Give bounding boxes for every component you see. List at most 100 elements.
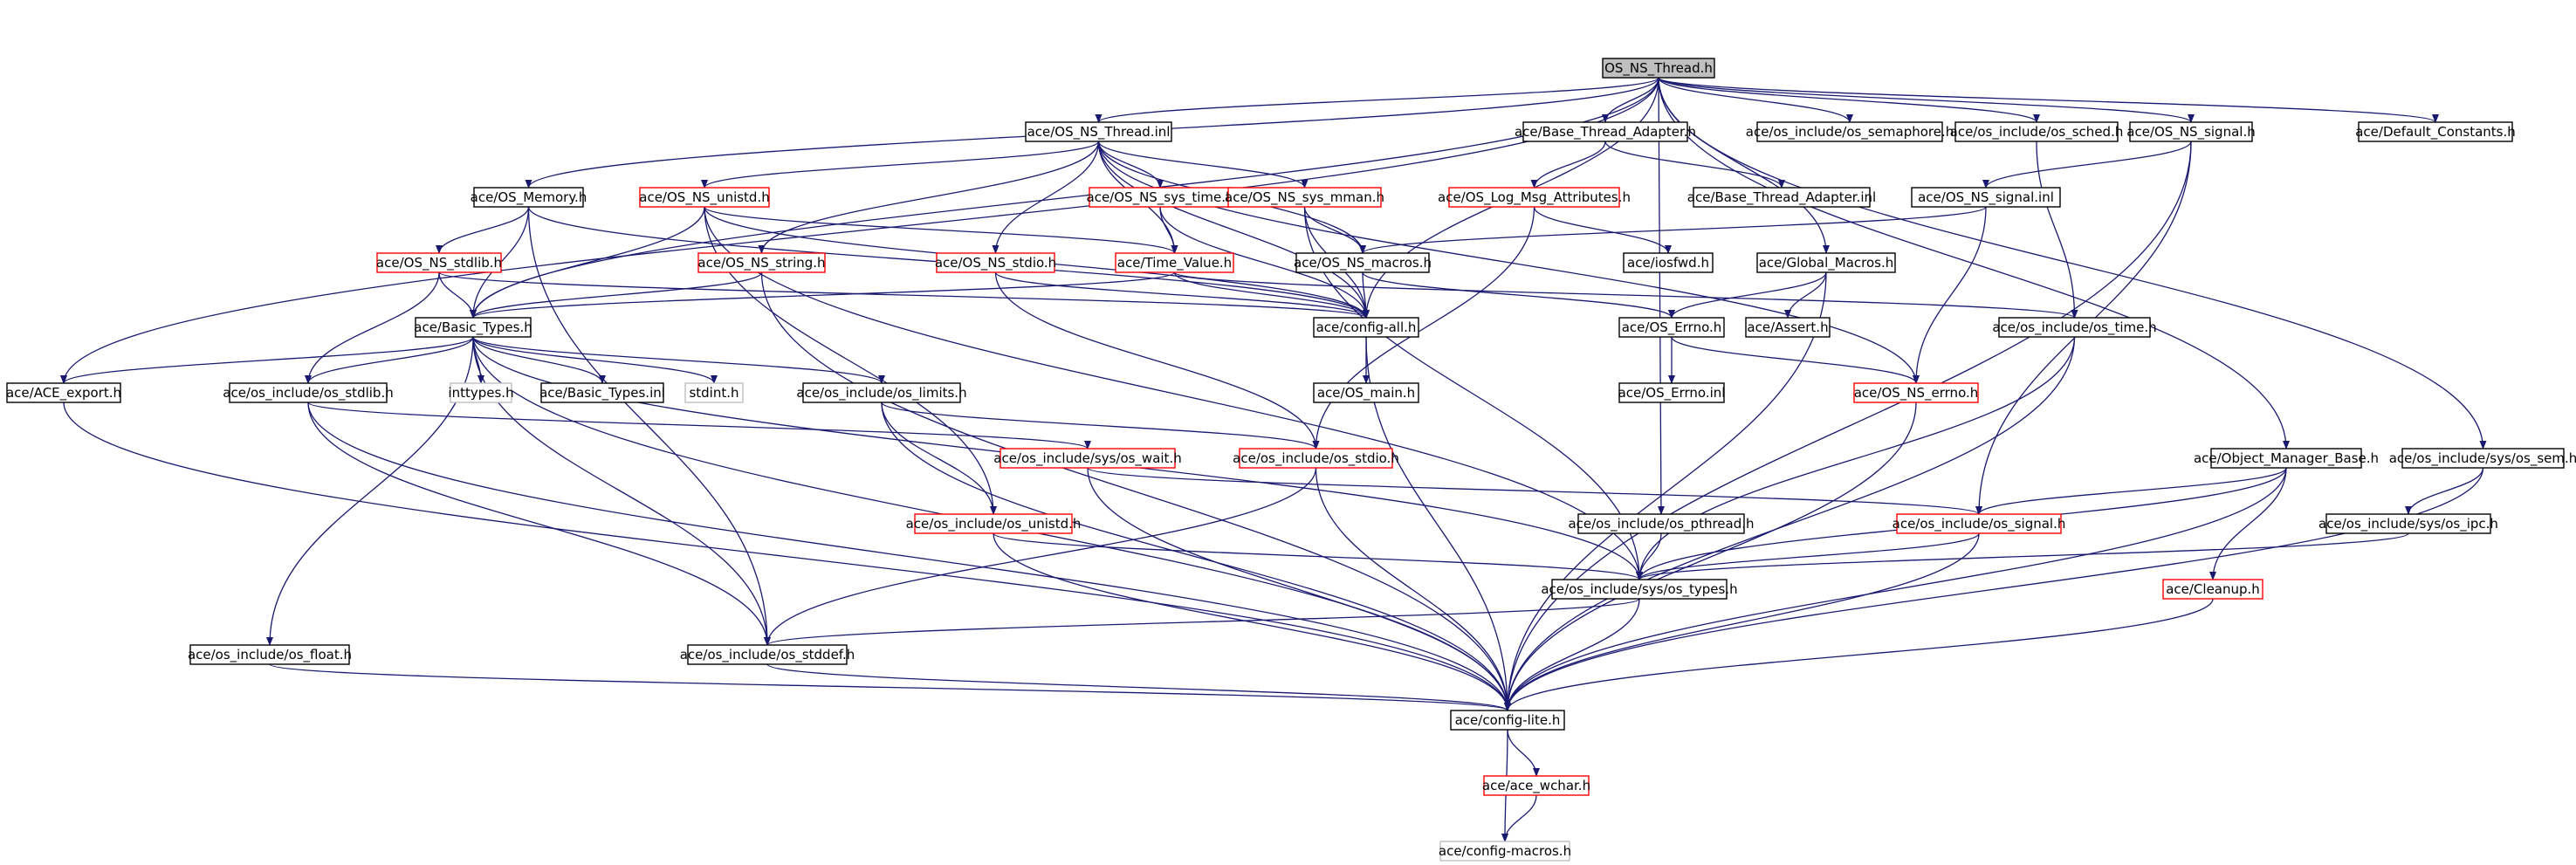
node-box-inttypes[interactable]	[450, 382, 512, 403]
node-ace_export[interactable]: ace/ACE_export.h	[6, 382, 121, 403]
node-os_pthread[interactable]: ace/os_include/os_pthread.h	[1568, 513, 1755, 534]
node-os_stdio[interactable]: ace/os_include/os_stdio.h	[1233, 448, 1399, 469]
node-box-ns_signal_h[interactable]	[2129, 121, 2253, 142]
node-box-os_float[interactable]	[189, 644, 350, 665]
node-ns_signal_h[interactable]: ace/OS_NS_signal.h	[2126, 121, 2256, 142]
node-box-ns_string[interactable]	[697, 252, 826, 273]
node-os_stdlib[interactable]: ace/os_include/os_stdlib.h	[223, 382, 394, 403]
node-os_float[interactable]: ace/os_include/os_float.h	[188, 644, 352, 665]
node-box-ns_stdio[interactable]	[936, 252, 1055, 273]
node-time_value[interactable]: ace/Time_Value.h	[1115, 252, 1234, 273]
node-box-stdint[interactable]	[684, 382, 744, 403]
node-os_unistd[interactable]: ace/os_include/os_unistd.h	[906, 513, 1082, 534]
node-os_time[interactable]: ace/os_include/os_time.h	[1992, 317, 2157, 338]
node-box-config_macros[interactable]	[1439, 841, 1570, 862]
node-box-default_constants[interactable]	[2358, 121, 2513, 142]
node-os_signal[interactable]: ace/os_include/os_signal.h	[1893, 513, 2066, 534]
node-ns_stdio[interactable]: ace/OS_NS_stdio.h	[935, 252, 1056, 273]
node-config_macros[interactable]: ace/config-macros.h	[1439, 841, 1571, 862]
node-ns_macros[interactable]: ace/OS_NS_macros.h	[1294, 252, 1432, 273]
node-os_memory[interactable]: ace/OS_Memory.h	[471, 187, 587, 208]
node-box-cleanup[interactable]	[2162, 579, 2263, 600]
node-os_stddef[interactable]: ace/os_include/os_stddef.h	[680, 644, 855, 665]
node-box-os_types[interactable]	[1551, 579, 1728, 600]
node-log_msg_attr[interactable]: ace/OS_Log_Msg_Attributes.h	[1438, 187, 1631, 208]
node-inttypes[interactable]: inttypes.h	[448, 382, 514, 403]
node-basic_types[interactable]: ace/Basic_Types.h	[414, 317, 532, 338]
node-os_errno[interactable]: ace/OS_Errno.h	[1618, 317, 1725, 338]
node-box-assert[interactable]	[1745, 317, 1831, 338]
node-box-config_all[interactable]	[1313, 317, 1419, 338]
node-box-global_macros[interactable]	[1756, 252, 1896, 273]
node-os_ipc[interactable]: ace/os_include/sys/os_ipc.h	[2318, 513, 2498, 534]
node-box-ns_unistd[interactable]	[639, 187, 770, 208]
node-box-thread_inl[interactable]	[1025, 121, 1172, 142]
node-box-os_ipc[interactable]	[2325, 513, 2491, 534]
node-thread_h[interactable]: OS_NS_Thread.h	[1602, 58, 1715, 79]
node-ns_sys_time[interactable]: ace/OS_NS_sys_time.h	[1087, 187, 1234, 208]
node-box-os_sem[interactable]	[2401, 448, 2565, 469]
node-box-os_errno_inl[interactable]	[1618, 382, 1725, 403]
node-box-os_stddef[interactable]	[687, 644, 848, 665]
node-box-log_msg_attr[interactable]	[1448, 187, 1620, 208]
node-obj_mgr_base[interactable]: ace/Object_Manager_Base.h	[2194, 448, 2379, 469]
node-box-os_stdlib[interactable]	[229, 382, 388, 403]
node-box-bta_inl[interactable]	[1693, 187, 1871, 208]
node-os_limits[interactable]: ace/os_include/os_limits.h	[796, 382, 967, 403]
node-box-thread_h[interactable]	[1602, 58, 1715, 79]
node-stdint[interactable]: stdint.h	[684, 382, 744, 403]
node-box-ns_signal_inl[interactable]	[1911, 187, 2061, 208]
node-box-config_lite[interactable]	[1450, 710, 1565, 731]
node-default_constants[interactable]: ace/Default_Constants.h	[2355, 121, 2516, 142]
node-box-os_time[interactable]	[1998, 317, 2151, 338]
node-box-os_pthread[interactable]	[1577, 513, 1745, 534]
node-box-os_stdio[interactable]	[1239, 448, 1393, 469]
node-ns_stdlib[interactable]: ace/OS_NS_stdlib.h	[376, 252, 502, 273]
node-box-ace_export[interactable]	[6, 382, 121, 403]
node-os_types[interactable]: ace/os_include/sys/os_types.h	[1541, 579, 1738, 600]
node-bta_h[interactable]: ace/Base_Thread_Adapter.h	[1515, 121, 1696, 142]
node-ns_unistd[interactable]: ace/OS_NS_unistd.h	[639, 187, 770, 208]
node-basic_types_inl[interactable]: ace/Basic_Types.inl	[539, 382, 665, 403]
node-box-ace_wchar[interactable]	[1483, 775, 1590, 796]
node-box-obj_mgr_base[interactable]	[2210, 448, 2362, 469]
node-box-ns_macros[interactable]	[1295, 252, 1430, 273]
node-box-ns_sys_mman[interactable]	[1227, 187, 1382, 208]
node-box-os_wait[interactable]	[999, 448, 1176, 469]
node-box-basic_types[interactable]	[415, 317, 532, 338]
node-ns_signal_inl[interactable]: ace/OS_NS_signal.inl	[1911, 187, 2061, 208]
node-ns_string[interactable]: ace/OS_NS_string.h	[697, 252, 826, 273]
node-box-ns_stdlib[interactable]	[376, 252, 502, 273]
node-config_all[interactable]: ace/config-all.h	[1313, 317, 1419, 338]
node-config_lite[interactable]: ace/config-lite.h	[1450, 710, 1565, 731]
node-ns_errno[interactable]: ace/OS_NS_errno.h	[1853, 382, 1979, 403]
node-box-time_value[interactable]	[1115, 252, 1234, 273]
node-box-os_sched[interactable]	[1954, 121, 2119, 142]
node-box-iosfwd[interactable]	[1623, 252, 1714, 273]
node-box-ns_errno[interactable]	[1853, 382, 1979, 403]
node-thread_inl[interactable]: ace/OS_NS_Thread.inl	[1025, 121, 1172, 142]
node-os_main[interactable]: ace/OS_main.h	[1313, 382, 1419, 403]
node-box-os_errno[interactable]	[1618, 317, 1725, 338]
node-cleanup[interactable]: ace/Cleanup.h	[2162, 579, 2263, 600]
node-box-os_semaphore[interactable]	[1756, 121, 1943, 142]
node-assert[interactable]: ace/Assert.h	[1745, 317, 1831, 338]
node-bta_inl[interactable]: ace/Base_Thread_Adapter.inl	[1687, 187, 1876, 208]
node-box-bta_h[interactable]	[1522, 121, 1688, 142]
node-box-os_signal[interactable]	[1896, 513, 2062, 534]
node-os_wait[interactable]: ace/os_include/sys/os_wait.h	[993, 448, 1182, 469]
node-os_sem[interactable]: ace/os_include/sys/os_sem.h	[2389, 448, 2576, 469]
node-os_semaphore[interactable]: ace/os_include/os_semaphore.h	[1746, 121, 1954, 142]
node-box-basic_types_inl[interactable]	[540, 382, 664, 403]
node-box-os_main[interactable]	[1313, 382, 1419, 403]
node-ns_sys_mman[interactable]: ace/OS_NS_sys_mman.h	[1225, 187, 1384, 208]
node-ace_wchar[interactable]: ace/ace_wchar.h	[1482, 775, 1590, 796]
node-iosfwd[interactable]: ace/iosfwd.h	[1623, 252, 1714, 273]
node-global_macros[interactable]: ace/Global_Macros.h	[1756, 252, 1896, 273]
node-box-os_limits[interactable]	[802, 382, 961, 403]
node-box-os_unistd[interactable]	[914, 513, 1073, 534]
node-os_sched[interactable]: ace/os_include/os_sched.h	[1950, 121, 2124, 142]
node-box-os_memory[interactable]	[473, 187, 584, 208]
node-os_errno_inl[interactable]: ace/OS_Errno.inl	[1618, 382, 1726, 403]
